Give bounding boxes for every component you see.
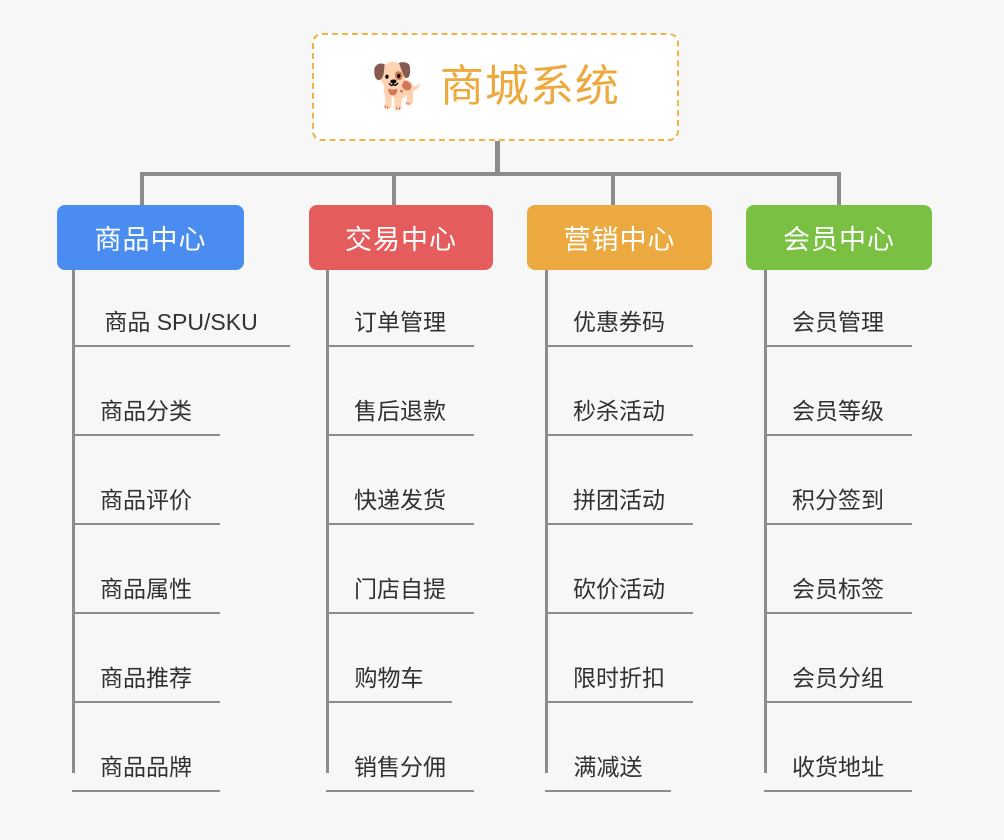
leaf-item[interactable]: 商品分类 xyxy=(72,400,220,436)
leaf-label: 门店自提 xyxy=(354,576,446,602)
leaf-label: 销售分佣 xyxy=(354,754,446,780)
leaf-label: 商品评价 xyxy=(100,487,192,513)
column-trunk-line xyxy=(545,270,548,773)
leaf-label: 订单管理 xyxy=(354,309,446,335)
leaf-label: 会员管理 xyxy=(792,309,884,335)
leaf-item[interactable]: 收货地址 xyxy=(764,756,912,792)
leaf-label: 快递发货 xyxy=(354,487,446,513)
leaf-item[interactable]: 商品属性 xyxy=(72,578,220,614)
column-trunk-line xyxy=(72,270,75,773)
bus-drop-line-3 xyxy=(611,172,615,208)
leaf-item[interactable]: 快递发货 xyxy=(326,489,474,525)
root-node[interactable]: 🐕 商城系统 xyxy=(312,33,679,141)
root-title: 商城系统 xyxy=(439,62,620,111)
column-trunk-line xyxy=(764,270,767,773)
category-label: 交易中心 xyxy=(345,225,457,255)
leaf-label: 秒杀活动 xyxy=(573,398,665,424)
leaf-item[interactable]: 优惠券码 xyxy=(545,311,693,347)
leaf-item[interactable]: 会员标签 xyxy=(764,578,912,614)
leaf-label: 砍价活动 xyxy=(573,576,665,602)
leaf-item[interactable]: 秒杀活动 xyxy=(545,400,693,436)
category-header-product-center[interactable]: 商品中心 xyxy=(57,205,244,270)
leaf-label: 优惠券码 xyxy=(573,309,665,335)
leaf-item[interactable]: 订单管理 xyxy=(326,311,474,347)
leaf-label: 收货地址 xyxy=(792,754,884,780)
bus-drop-line-4 xyxy=(837,172,841,208)
leaf-item[interactable]: 商品推荐 xyxy=(72,667,220,703)
bus-line xyxy=(140,172,841,176)
category-label: 商品中心 xyxy=(94,225,207,255)
leaf-item[interactable]: 商品品牌 xyxy=(72,756,220,792)
category-header-member-center[interactable]: 会员中心 xyxy=(746,205,932,270)
leaf-item[interactable]: 积分签到 xyxy=(764,489,912,525)
category-label: 会员中心 xyxy=(783,225,895,255)
leaf-label: 积分签到 xyxy=(792,487,884,513)
leaf-item[interactable]: 会员管理 xyxy=(764,311,912,347)
root-stem-line xyxy=(495,141,500,175)
leaf-label: 购物车 xyxy=(354,665,424,691)
leaf-item[interactable]: 售后退款 xyxy=(326,400,474,436)
category-header-marketing-center[interactable]: 营销中心 xyxy=(527,205,712,270)
leaf-item[interactable]: 销售分佣 xyxy=(326,756,474,792)
leaf-label: 售后退款 xyxy=(354,398,446,424)
leaf-item[interactable]: 限时折扣 xyxy=(545,667,693,703)
shiba-dog-face-emoji: 🐕 xyxy=(371,62,426,111)
leaf-label: 会员分组 xyxy=(792,665,884,691)
leaf-item[interactable]: 会员等级 xyxy=(764,400,912,436)
leaf-item[interactable]: 会员分组 xyxy=(764,667,912,703)
leaf-label: 商品 SPU/SKU xyxy=(104,309,258,335)
category-header-trade-center[interactable]: 交易中心 xyxy=(309,205,493,270)
leaf-label: 拼团活动 xyxy=(573,487,665,513)
column-trunk-line xyxy=(326,270,329,773)
leaf-item[interactable]: 拼团活动 xyxy=(545,489,693,525)
bus-drop-line-1 xyxy=(140,172,144,208)
leaf-item[interactable]: 商品 SPU/SKU xyxy=(72,311,290,347)
leaf-item[interactable]: 砍价活动 xyxy=(545,578,693,614)
category-label: 营销中心 xyxy=(563,225,676,255)
leaf-item[interactable]: 门店自提 xyxy=(326,578,474,614)
leaf-item[interactable]: 商品评价 xyxy=(72,489,220,525)
leaf-item[interactable]: 满减送 xyxy=(545,756,671,792)
leaf-label: 商品推荐 xyxy=(100,665,192,691)
bus-drop-line-2 xyxy=(392,172,396,208)
leaf-label: 限时折扣 xyxy=(573,665,665,691)
leaf-label: 商品属性 xyxy=(100,576,192,602)
leaf-label: 会员标签 xyxy=(792,576,884,602)
leaf-label: 满减送 xyxy=(573,754,643,780)
leaf-item[interactable]: 购物车 xyxy=(326,667,452,703)
leaf-label: 商品分类 xyxy=(100,398,192,424)
leaf-label: 商品品牌 xyxy=(100,754,192,780)
leaf-label: 会员等级 xyxy=(792,398,884,424)
